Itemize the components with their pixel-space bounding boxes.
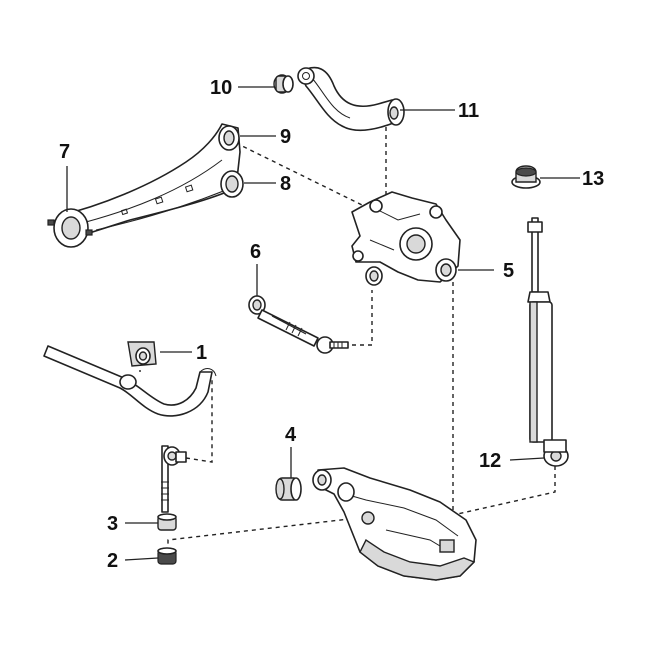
stabilizer-bar-bushing bbox=[127, 341, 157, 367]
rear-knuckle bbox=[351, 191, 461, 286]
callout-4: 4 bbox=[285, 424, 297, 446]
stabilizer-bar bbox=[43, 345, 217, 417]
link-lower-bushing bbox=[157, 547, 177, 565]
callout-6: 6 bbox=[250, 241, 261, 263]
shock-absorber bbox=[527, 217, 569, 467]
callout-5: 5 bbox=[503, 260, 514, 282]
upper-arm-inner-bushing bbox=[273, 74, 294, 94]
callout-1: 1 bbox=[196, 342, 207, 364]
toe-control-rod bbox=[248, 295, 349, 354]
callout-2: 2 bbox=[107, 550, 118, 572]
callout-13: 13 bbox=[582, 168, 604, 190]
callout-12: 12 bbox=[479, 450, 501, 472]
callout-7: 7 bbox=[59, 141, 70, 163]
callout-10: 10 bbox=[210, 77, 232, 99]
leader-lines bbox=[66, 86, 580, 561]
stabilizer-link bbox=[161, 445, 187, 513]
lower-arm-bushing bbox=[275, 477, 302, 501]
callout-labels: 1 2 3 4 5 6 7 8 9 10 11 12 13 bbox=[59, 77, 604, 572]
callout-3: 3 bbox=[107, 513, 118, 535]
upper-control-arm bbox=[297, 66, 405, 132]
callout-9: 9 bbox=[280, 126, 291, 148]
lower-control-arm bbox=[312, 467, 477, 581]
callout-11: 11 bbox=[458, 100, 479, 122]
shock-mount-bushing bbox=[511, 165, 541, 189]
link-upper-bushing bbox=[157, 513, 177, 531]
trailing-arm bbox=[47, 123, 244, 248]
callout-8: 8 bbox=[280, 173, 291, 195]
